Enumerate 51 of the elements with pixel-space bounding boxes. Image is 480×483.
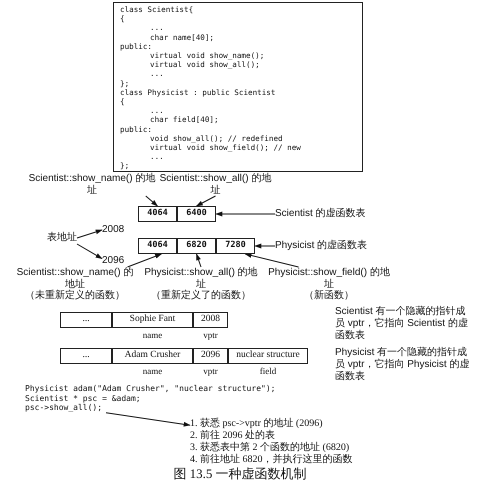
annotation-label: Physicist::show_field() 的地址	[268, 267, 390, 290]
step-text: 2. 前往 2096 处的表	[190, 430, 276, 442]
arrow	[244, 253, 299, 268]
record-cell: 2008	[193, 312, 228, 328]
arrow	[215, 212, 276, 216]
field-label: name	[142, 330, 164, 340]
annotation-label: 2008	[102, 224, 124, 236]
arrow	[76, 230, 103, 238]
annotation-label: 2096	[102, 255, 124, 267]
field-label: field	[258, 366, 278, 376]
record-cell: Adam Crusher	[112, 348, 193, 364]
annotation-label: Scientist 的虚函数表	[275, 208, 366, 220]
record-cell: Sophie Fant	[112, 312, 193, 328]
annotation-label: Scientist::show_name() 的地址	[28, 173, 156, 196]
table-cell: 6820	[177, 238, 216, 254]
field-label: name	[142, 366, 164, 376]
note-text: Physicist 有一个隐藏的指针成员 vptr，它指向 Physicist 的虚函数表	[335, 347, 470, 383]
annotation-label: （重新定义了的函数）	[150, 290, 252, 302]
table-cell: 6400	[177, 206, 216, 222]
record-cell: 2096	[193, 348, 228, 364]
code-line: Scientist * psc = &adam;	[25, 394, 142, 404]
table-cell: 4064	[138, 238, 177, 254]
arrow	[145, 196, 158, 206]
record-cell: ...	[60, 348, 112, 364]
table-cell: 7280	[216, 238, 255, 254]
arrow	[106, 412, 191, 427]
note-text: Scientist 有一个隐藏的指针成员 vptr，它指向 Scientist 的虚函数表	[335, 306, 469, 342]
annotation-label: 表地址	[47, 232, 77, 244]
code-line: psc->show_all();	[25, 403, 104, 413]
step-text: 3. 获悉表中第 2 个函数的地址 (6820)	[190, 442, 350, 454]
annotation-label: （未重新定义的函数）	[24, 290, 126, 302]
figure-caption: 图 13.5 一种虚函数机制	[172, 465, 308, 483]
annotation-label: （新函数）	[303, 290, 355, 302]
step-text: 4. 前往地址 6820，并执行这里的函数	[190, 454, 354, 466]
field-label: vptr	[202, 330, 219, 340]
annotation-label: Physicist 的虚函数表	[275, 240, 368, 252]
code-box	[113, 2, 363, 172]
arrow	[196, 253, 202, 268]
arrow	[254, 244, 276, 248]
record-cell: ...	[60, 312, 112, 328]
code-line: Physicist adam("Adam Crusher", "nuclear structure");	[25, 384, 276, 394]
arrow	[196, 196, 216, 206]
table-cell: 4064	[138, 206, 177, 222]
step-text: 1. 获悉 psc->vptr 的地址 (2096)	[190, 418, 324, 430]
arrow	[126, 254, 162, 268]
record-cell: nuclear structure	[228, 348, 308, 364]
field-label: vptr	[202, 366, 219, 376]
annotation-label: Physicist::show_all() 的地址	[143, 267, 259, 290]
annotation-label: Scientist::show_name() 的地址	[16, 267, 134, 290]
annotation-label: Scientist::show_all() 的地址	[158, 173, 272, 196]
arrow	[76, 244, 103, 260]
